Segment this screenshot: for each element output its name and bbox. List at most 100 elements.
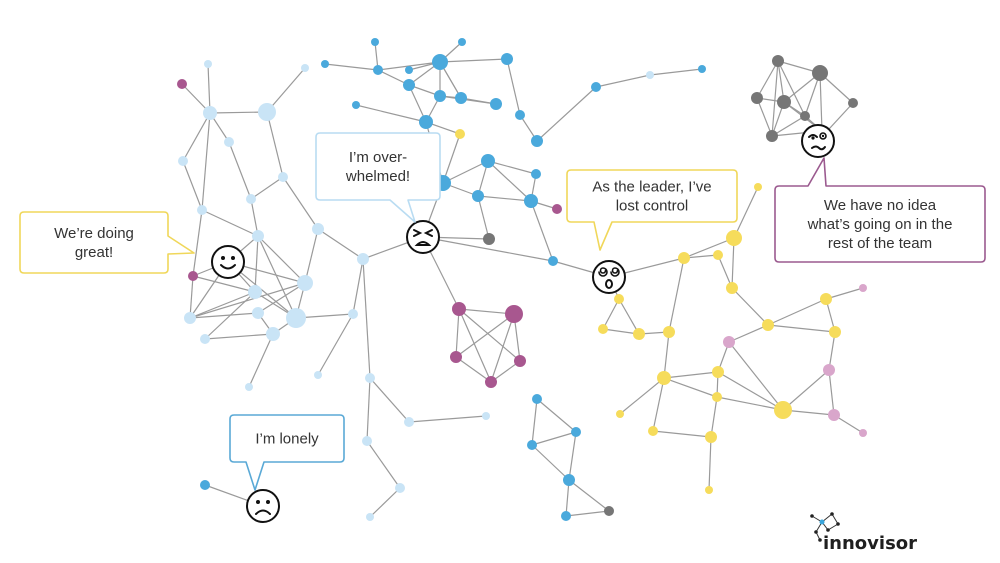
network-edge	[568, 431, 577, 481]
network-edge	[458, 308, 521, 362]
network-node	[258, 103, 276, 121]
network-node	[297, 275, 313, 291]
network-node	[434, 90, 446, 102]
network-node	[362, 436, 372, 446]
network-edge	[439, 58, 508, 63]
network-edge	[207, 63, 211, 114]
network-edge	[369, 377, 410, 423]
bubble-outline	[19, 211, 195, 274]
network-edge	[663, 377, 718, 398]
network-edge	[731, 237, 735, 289]
network-node	[820, 293, 832, 305]
network-edge	[602, 328, 640, 335]
network-edge	[487, 160, 532, 202]
bubble-text-line: I’m lonely	[255, 431, 319, 448]
network-node	[252, 230, 264, 242]
network-edge	[477, 195, 532, 202]
network-node	[726, 282, 738, 294]
network-edge	[250, 176, 284, 200]
network-edge	[362, 258, 371, 379]
network-node	[432, 54, 448, 70]
network-node	[200, 480, 210, 490]
network-edge	[455, 313, 515, 358]
sad-face-icon	[246, 489, 280, 523]
network-node	[450, 351, 462, 363]
network-node	[472, 190, 484, 202]
network-edge	[282, 176, 319, 230]
emoji-faces	[211, 124, 835, 523]
speech-bubble-lonely: I’m lonely	[229, 414, 345, 491]
network-node	[224, 137, 234, 147]
network-node	[505, 305, 523, 323]
network-edge	[254, 235, 259, 293]
network-node	[482, 412, 490, 420]
network-node	[531, 135, 543, 147]
network-edge	[250, 198, 259, 237]
network-edge	[825, 287, 864, 300]
bubble-outline	[566, 169, 738, 251]
bubble-text-line: rest of the team	[828, 235, 932, 252]
network-node	[352, 101, 360, 109]
network-node	[698, 65, 706, 73]
network-edge	[192, 209, 203, 277]
network-node	[828, 409, 840, 421]
network-node	[531, 169, 541, 179]
bubble-outline	[229, 414, 345, 491]
network-node	[800, 111, 810, 121]
network-edge	[189, 282, 306, 319]
network-node	[657, 371, 671, 385]
network-node	[278, 172, 288, 182]
network-edge	[439, 95, 497, 105]
network-node	[200, 334, 210, 344]
network-edge	[257, 235, 297, 319]
network-node	[829, 326, 841, 338]
logo-text: innovisor	[823, 533, 917, 554]
network-edge	[683, 237, 735, 259]
network-node	[177, 79, 187, 89]
network-node	[705, 431, 717, 443]
network-node	[552, 204, 562, 214]
network-node	[452, 302, 466, 316]
network-node	[203, 106, 217, 120]
network-node	[483, 233, 495, 245]
network-node	[812, 65, 828, 81]
network-node	[515, 110, 525, 120]
network-edge	[716, 396, 784, 411]
network-edge	[192, 275, 256, 293]
network-node	[514, 355, 526, 367]
network-edge	[369, 487, 401, 518]
network-edge	[710, 396, 718, 438]
network-node	[616, 410, 624, 418]
network-node	[777, 95, 791, 109]
network-node	[859, 429, 867, 437]
network-logo-icon	[810, 512, 840, 542]
network-node	[548, 256, 558, 266]
network-edge	[189, 312, 259, 319]
network-edge	[652, 430, 712, 438]
network-edge	[189, 275, 194, 319]
network-node	[591, 82, 601, 92]
network-node	[286, 308, 306, 328]
network-edge	[304, 228, 319, 284]
innovisor-logo: innovisor	[810, 512, 917, 554]
network-edge	[257, 235, 306, 284]
network-edge	[209, 111, 268, 114]
bubble-text-line: We’re doing	[54, 225, 134, 242]
network-node	[766, 130, 778, 142]
network-node	[501, 53, 513, 65]
network-edge	[767, 298, 827, 326]
network-edge	[317, 313, 354, 376]
network-node	[365, 373, 375, 383]
network-edge	[422, 236, 554, 262]
network-node	[404, 417, 414, 427]
network-node	[245, 383, 253, 391]
bubble-outline	[774, 157, 986, 263]
network-edge	[828, 331, 836, 371]
network-node	[321, 60, 329, 68]
network-edge	[771, 115, 806, 137]
network-edge	[458, 308, 492, 383]
